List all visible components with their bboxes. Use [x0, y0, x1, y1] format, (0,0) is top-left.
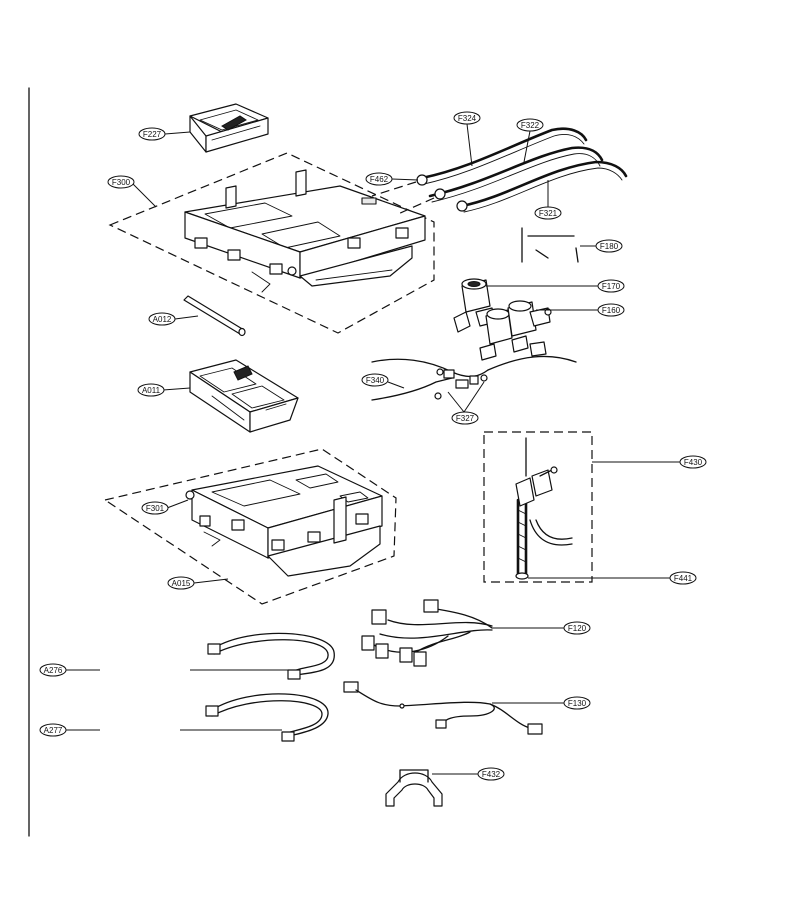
label-a277: A277 — [39, 723, 67, 737]
leader-a015 — [193, 578, 229, 584]
group-outline-f300 — [108, 152, 435, 334]
label-a011-text: A011 — [142, 386, 161, 395]
label-f301: F301 — [141, 501, 169, 515]
label-f432-text: F432 — [482, 770, 501, 779]
part-f160-water-valve — [479, 300, 552, 361]
label-f170: F170 — [597, 279, 625, 293]
part-f301-dispenser-housing — [185, 465, 383, 577]
leader-f340 — [387, 381, 405, 389]
label-f227: F227 — [138, 127, 166, 141]
label-f462: F462 — [365, 172, 393, 186]
label-f321-text: F321 — [539, 209, 558, 218]
part-f120-wire-harness — [361, 599, 493, 667]
label-a277-text: A277 — [44, 726, 63, 735]
label-a011: A011 — [137, 383, 165, 397]
part-f300-dispenser-housing — [184, 169, 426, 293]
label-f322-text: F322 — [521, 121, 540, 130]
label-a015: A015 — [167, 576, 195, 590]
label-f340-text: F340 — [366, 376, 385, 385]
label-a012-text: A012 — [153, 315, 172, 324]
label-f462-text: F462 — [370, 175, 389, 184]
label-f340: F340 — [361, 373, 389, 387]
leader-a012 — [174, 315, 199, 320]
leader-f324 — [466, 123, 473, 167]
label-f322: F322 — [516, 118, 544, 132]
part-f430-drain-hose — [515, 437, 573, 580]
label-f180: F180 — [595, 239, 623, 253]
leader-f322 — [523, 130, 531, 163]
group-outline-f430 — [483, 431, 593, 583]
label-f120-text: F120 — [568, 624, 587, 633]
label-f130: F130 — [563, 696, 591, 710]
label-f301-text: F301 — [146, 504, 165, 513]
part-f327-connectors — [434, 368, 488, 413]
part-f180-bracket — [521, 227, 579, 263]
label-f324-text: F324 — [458, 114, 477, 123]
label-a276-text: A276 — [44, 666, 63, 675]
label-f327-text: F327 — [456, 414, 475, 423]
part-a277-cable — [205, 693, 329, 742]
part-f432-hose-clip — [385, 769, 443, 807]
label-f130-text: F130 — [568, 699, 587, 708]
leader-f227 — [164, 131, 191, 135]
label-f430: F430 — [679, 455, 707, 469]
label-f324: F324 — [453, 111, 481, 125]
part-f227-drawer-cap — [189, 103, 269, 153]
label-f441-text: F441 — [674, 574, 693, 583]
group-outline-f301 — [103, 448, 397, 605]
label-f120: F120 — [563, 621, 591, 635]
label-f441: F441 — [669, 571, 697, 585]
leader-a011 — [162, 387, 191, 391]
part-f130-wire-harness — [343, 681, 543, 735]
label-a015-text: A015 — [172, 579, 191, 588]
label-f160: F160 — [597, 303, 625, 317]
leader-f300 — [132, 183, 157, 208]
label-f432: F432 — [477, 767, 505, 781]
part-f321-hose — [460, 160, 628, 213]
label-a276: A276 — [39, 663, 67, 677]
part-a276-cable — [207, 632, 335, 680]
part-f324-hose — [420, 127, 588, 185]
label-f160-text: F160 — [602, 306, 621, 315]
part-f462-hose-clamps — [371, 174, 468, 215]
leader-f462 — [391, 178, 419, 181]
leader-f301 — [166, 499, 189, 509]
label-a012: A012 — [148, 312, 176, 326]
part-a011-detergent-drawer — [189, 359, 299, 433]
label-f430-text: F430 — [684, 458, 703, 467]
label-f170-text: F170 — [602, 282, 621, 291]
label-f227-text: F227 — [143, 130, 162, 139]
label-f327: F327 — [451, 411, 479, 425]
label-f180-text: F180 — [600, 242, 619, 251]
part-a012-rod — [183, 295, 246, 337]
part-f322-hose — [428, 146, 604, 203]
label-f300: F300 — [107, 175, 135, 189]
label-f321: F321 — [534, 206, 562, 220]
label-f300-text: F300 — [112, 178, 131, 187]
